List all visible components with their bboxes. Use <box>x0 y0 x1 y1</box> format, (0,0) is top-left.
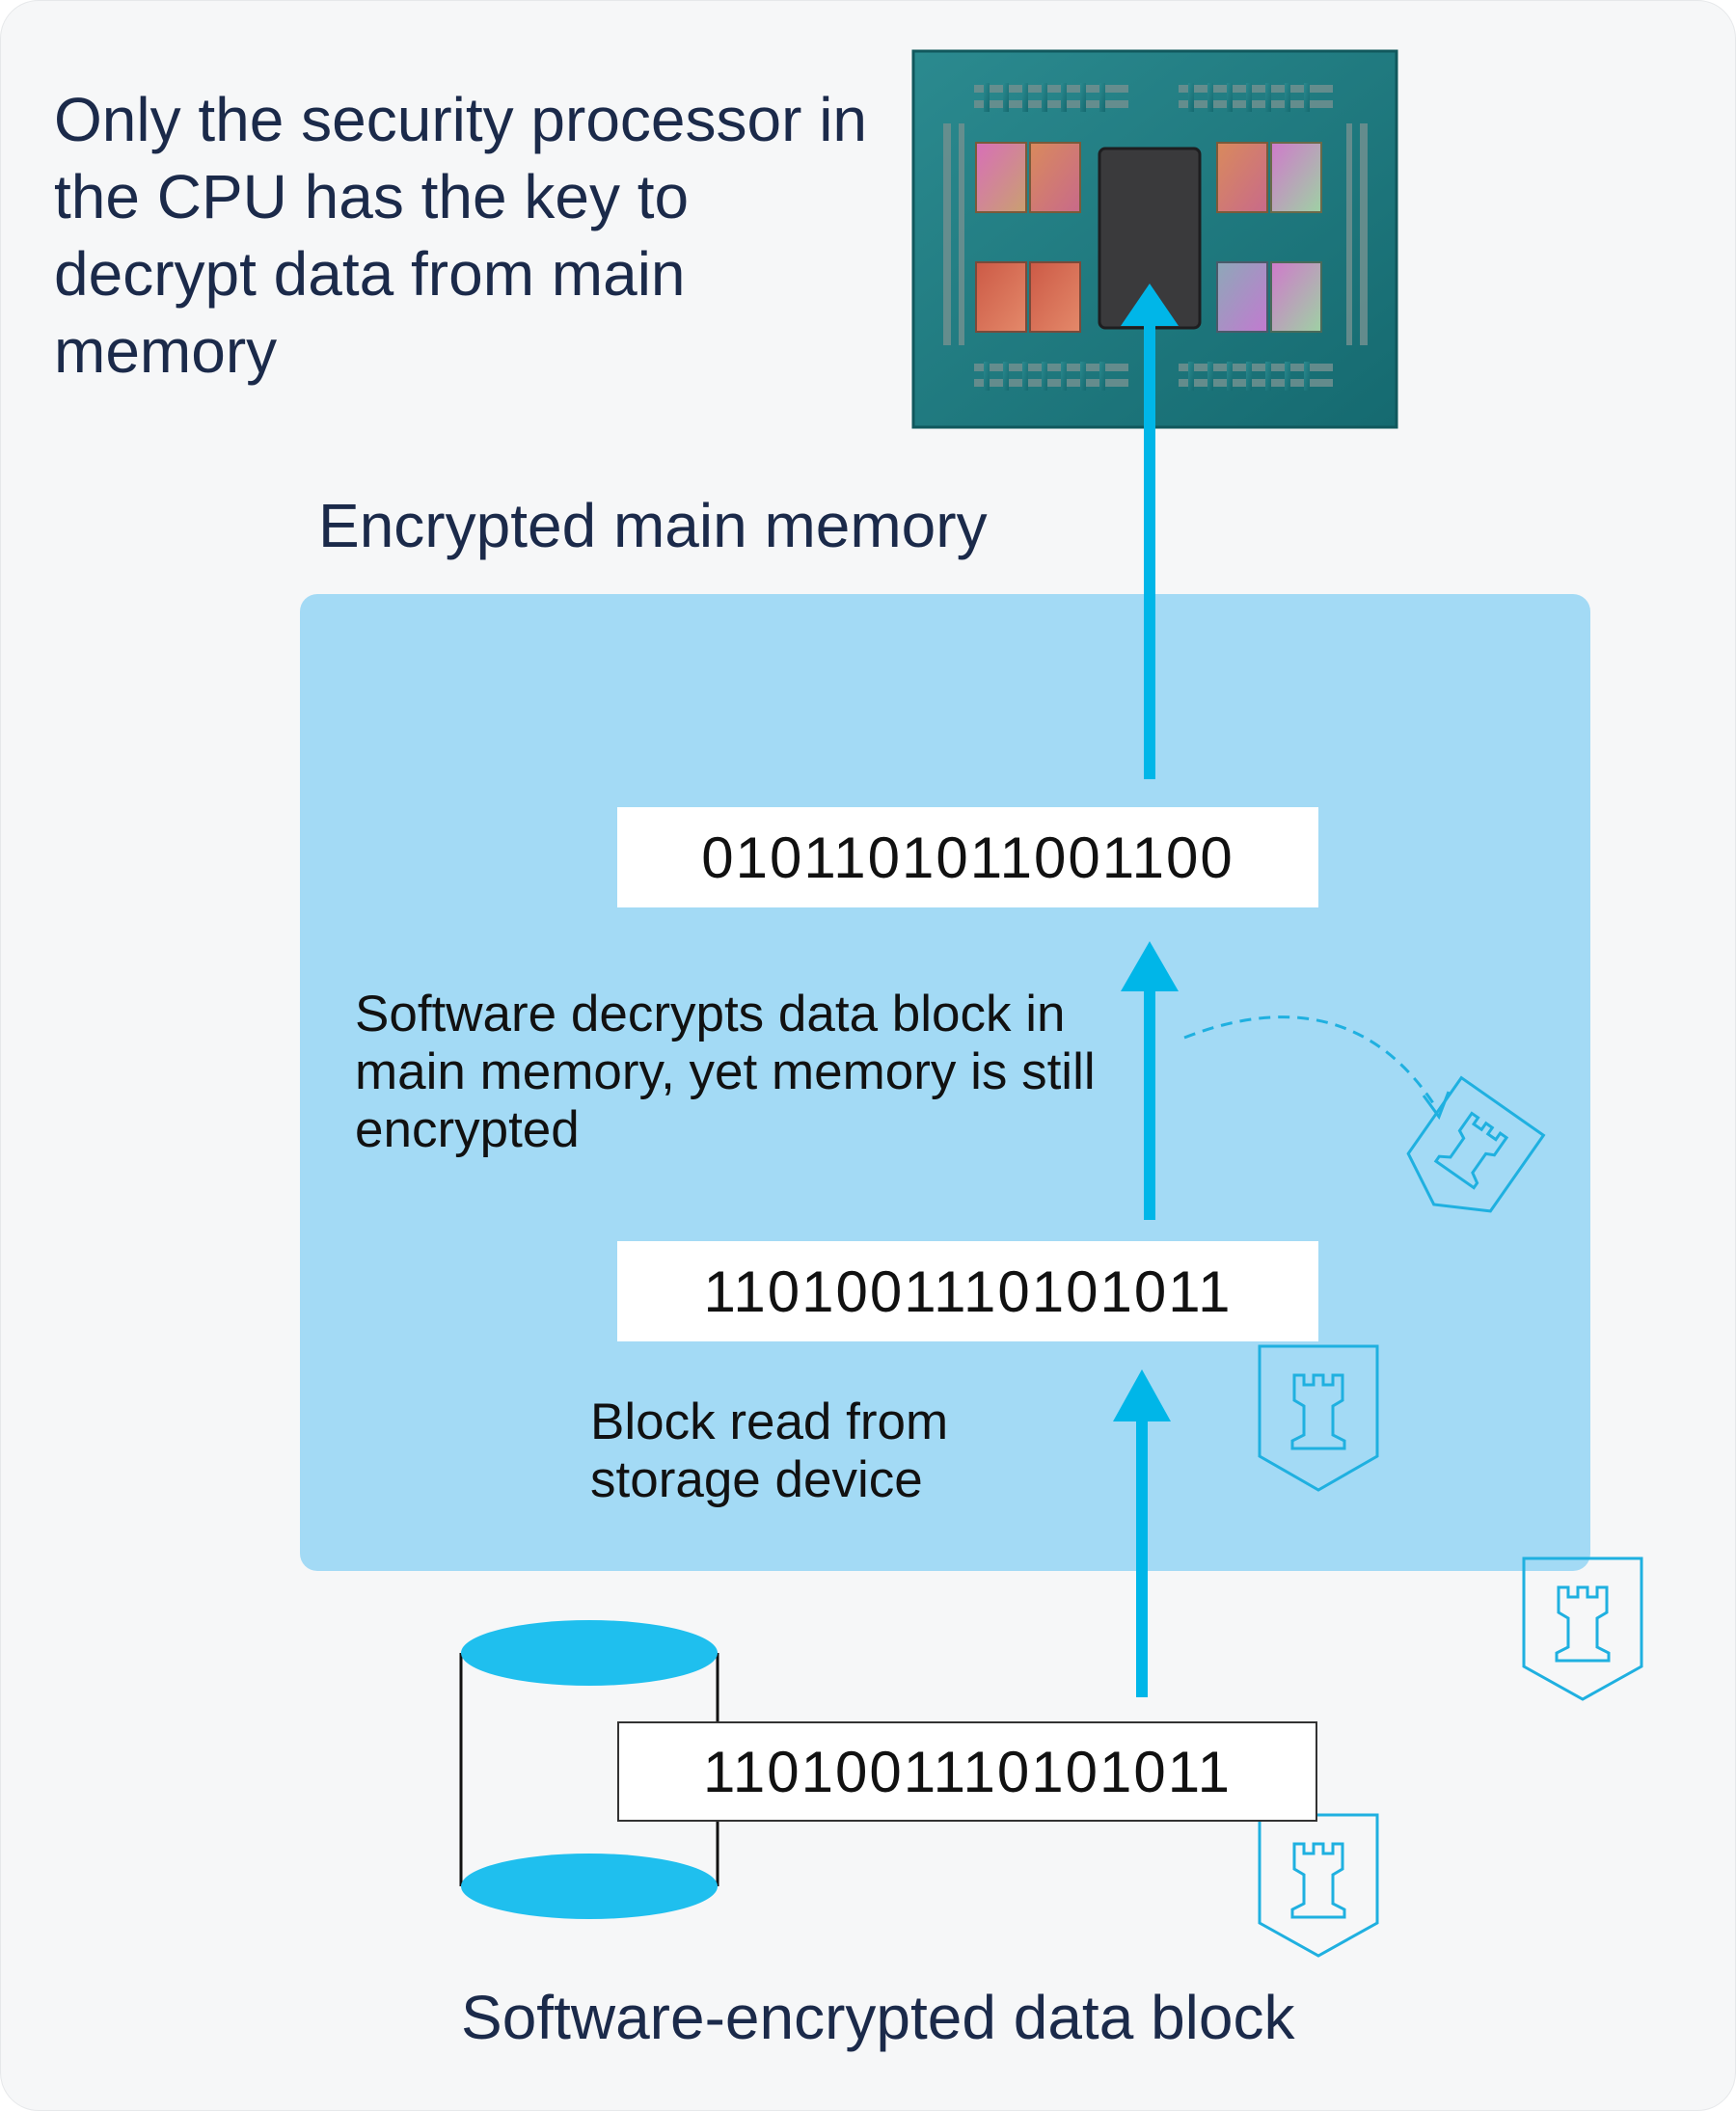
arrow-up-icon <box>1113 1369 1171 1697</box>
encrypted-data-block-memory: 1101001110101011 <box>617 1241 1318 1341</box>
decrypted-data-block: 0101101011001100 <box>617 807 1318 907</box>
decrypt-note: Software decrypts data block in main mem… <box>355 986 1096 1158</box>
encrypted-data-block-storage: 1101001110101011 <box>617 1721 1317 1822</box>
read-note: Block read from storage device <box>590 1394 949 1508</box>
shield-tower-icon <box>1522 1556 1643 1701</box>
arrow-up-icon <box>1121 941 1179 1220</box>
memory-title: Encrypted main memory <box>318 491 988 560</box>
shield-tower-icon <box>1406 1075 1546 1213</box>
shield-tower-icon <box>1258 1813 1379 1958</box>
cpu-caption: Only the security processor in the CPU h… <box>54 85 867 386</box>
arrow-up-icon <box>1121 284 1179 779</box>
storage-caption: Software-encrypted data block <box>461 1983 1295 2052</box>
shield-tower-icon <box>1258 1344 1379 1492</box>
